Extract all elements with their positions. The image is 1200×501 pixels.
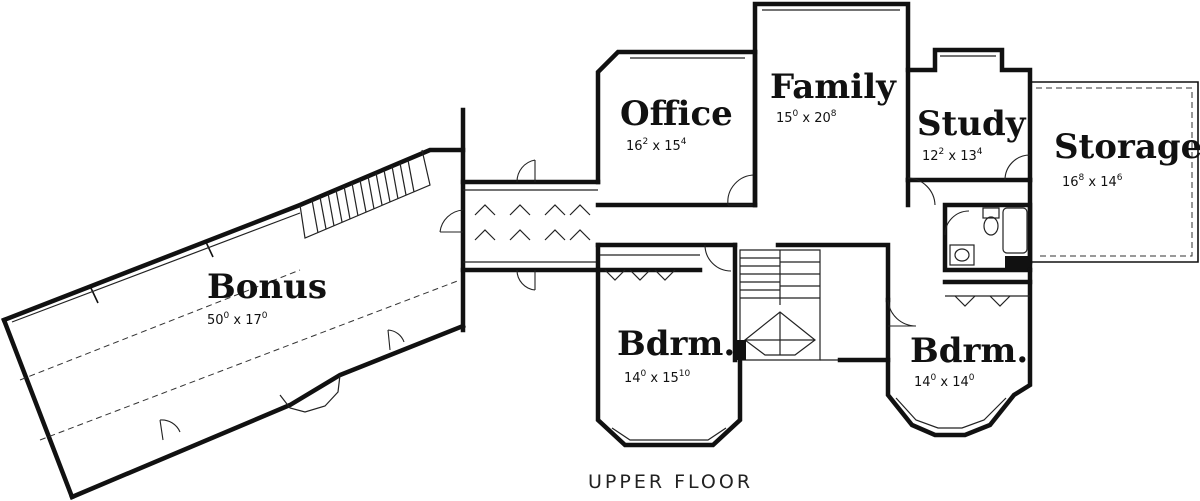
bonus-room-name: Bonus bbox=[207, 267, 327, 307]
central-stair bbox=[595, 242, 891, 363]
bedroom-2-dimensions: 140 x 140 bbox=[914, 373, 975, 390]
bedroom-2: Bdrm. 140 x 140 bbox=[885, 267, 1033, 438]
storage-room-dimensions: 168 x 146 bbox=[1062, 173, 1123, 190]
bonus-room-dimensions: 500 x 170 bbox=[207, 311, 268, 328]
bedroom-1-dimensions: 140 x 1510 bbox=[624, 369, 691, 386]
storage-room-name: Storage bbox=[1054, 127, 1200, 167]
bedroom-2-name: Bdrm. bbox=[910, 331, 1028, 371]
office-room-name: Office bbox=[620, 94, 733, 134]
study-room-name: Study bbox=[917, 104, 1027, 144]
family-room-name: Family bbox=[770, 67, 897, 107]
bathroom bbox=[942, 202, 1033, 273]
floor-title: UPPER FLOOR bbox=[588, 471, 753, 493]
bonus-stair-treads bbox=[311, 159, 415, 234]
bedroom-1: Bdrm. 140 x 1510 bbox=[595, 242, 743, 448]
family-room-dimensions: 150 x 208 bbox=[776, 109, 837, 126]
bonus-room: Bonus 500 x 170 bbox=[1, 107, 466, 500]
office-room-dimensions: 162 x 154 bbox=[626, 137, 687, 154]
office-room: Office 162 x 154 bbox=[595, 49, 758, 208]
study-room-dimensions: 122 x 134 bbox=[922, 147, 983, 164]
bridge-hall bbox=[439, 159, 601, 291]
storage-room: Storage 168 x 146 bbox=[1027, 81, 1200, 265]
study-room: Study 122 x 134 bbox=[905, 47, 1033, 208]
family-room: Family 150 x 208 bbox=[752, 1, 911, 208]
bedroom-1-name: Bdrm. bbox=[617, 324, 735, 364]
